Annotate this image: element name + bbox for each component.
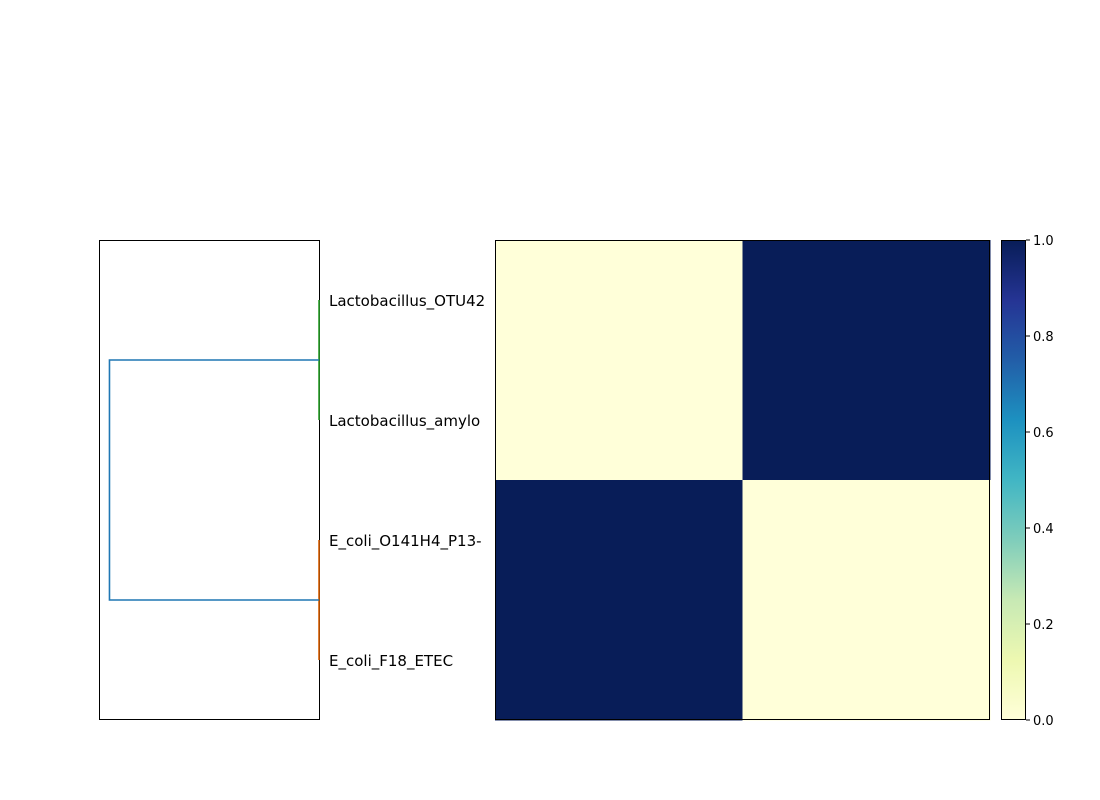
- colorbar-tick-label: 1.0: [1033, 234, 1054, 249]
- colorbar-tick-label: 0.2: [1033, 618, 1054, 633]
- dendrogram-link: [108, 359, 319, 601]
- heatmap-cell: [495, 480, 743, 721]
- colorbar-tick-label: 0.8: [1033, 330, 1054, 345]
- row-label: Lactobacillus_amylo: [329, 412, 480, 431]
- row-label: E_coli_F18_ETEC: [329, 652, 453, 671]
- heatmap-cell: [742, 480, 991, 721]
- row-label: Lactobacillus_OTU42: [329, 292, 485, 311]
- dendrogram-frame: [99, 240, 320, 720]
- heatmap-cell: [495, 240, 743, 481]
- colorbar-gradient: [1001, 240, 1026, 720]
- colorbar-tick-label: 0.4: [1033, 522, 1054, 537]
- heatmap-cell: [742, 240, 991, 481]
- dendrogram-panel: Lactobacillus_OTU42Lactobacillus_amyloE_…: [99, 240, 485, 720]
- heatmap-frame: [495, 240, 990, 720]
- colorbar-tick-label: 0.6: [1033, 426, 1054, 441]
- row-label: E_coli_O141H4_P13-: [329, 532, 482, 551]
- heatmap-panel: [495, 240, 991, 721]
- colorbar: 0.0 0.2 0.4 0.6 0.8 1.0: [1001, 234, 1054, 729]
- colorbar-tick-label: 0.0: [1033, 714, 1054, 729]
